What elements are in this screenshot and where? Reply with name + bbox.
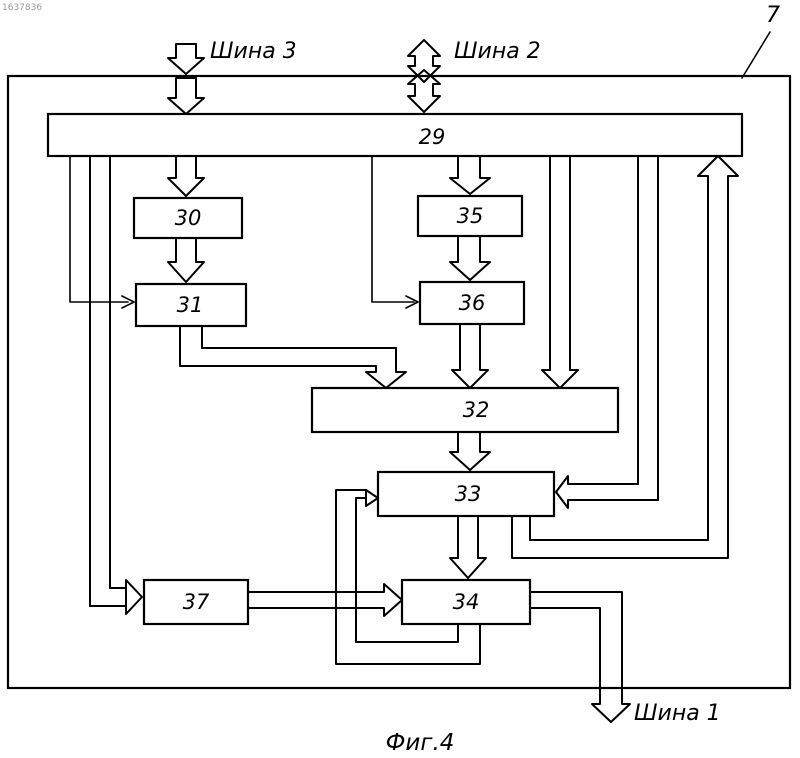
arrow-30-to-31 xyxy=(168,238,204,282)
bus3-label: Шина 3 xyxy=(210,39,297,64)
line-34-to-bus1-a xyxy=(530,592,622,690)
line-31-to-32-a xyxy=(180,326,376,366)
block-33-label: 33 xyxy=(455,482,482,506)
line-31-to-32-b xyxy=(202,326,406,388)
block-36-label: 36 xyxy=(459,291,486,315)
line-29-to-36 xyxy=(372,156,414,302)
block-32-label: 32 xyxy=(463,398,490,422)
arrow-36-to-32 xyxy=(452,324,488,388)
line-29-to-31 xyxy=(70,156,128,302)
arrow-29-to-32 xyxy=(542,156,578,388)
reference-leader xyxy=(742,32,770,78)
arrow-29-to-30 xyxy=(168,156,204,196)
block-31-label: 31 xyxy=(177,293,204,317)
arrowhead-to-37 xyxy=(126,580,142,614)
figure-caption: Фиг.4 xyxy=(386,730,455,756)
block-34-label: 34 xyxy=(453,590,480,614)
block-29-label: 29 xyxy=(419,125,446,149)
bus2-label: Шина 2 xyxy=(454,39,541,64)
bus3-input-arrow xyxy=(168,44,204,114)
arrow-35-to-36 xyxy=(450,236,490,280)
block-37-label: 37 xyxy=(183,590,210,614)
arrow-33-to-34 xyxy=(450,516,486,578)
bus1-label: Шина 1 xyxy=(634,701,721,726)
document-number: 1637836 xyxy=(2,3,42,13)
arrow-29-to-33 xyxy=(556,156,658,508)
arrow-29-to-35 xyxy=(450,156,490,194)
bus1-output-arrow xyxy=(592,690,630,722)
line-34-to-bus1-b xyxy=(530,608,600,690)
reference-mark: 7 xyxy=(766,3,780,28)
block-30-label: 30 xyxy=(175,206,202,230)
arrow-32-to-33 xyxy=(450,432,490,470)
block-29 xyxy=(48,114,742,156)
arrow-37-to-34 xyxy=(248,584,402,616)
line-29-to-37-b xyxy=(110,156,126,588)
line-29-to-37-a xyxy=(90,156,126,606)
block-35-label: 35 xyxy=(457,204,484,228)
